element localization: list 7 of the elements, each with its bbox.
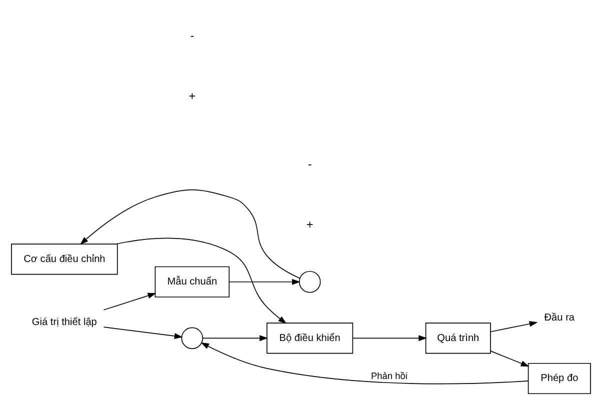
edge-label: Phản hồi bbox=[371, 371, 408, 382]
node-text: Giá trị thiết lập bbox=[32, 316, 97, 328]
label: - bbox=[190, 30, 194, 43]
label: + bbox=[306, 218, 314, 232]
label: - bbox=[308, 158, 312, 172]
label: + bbox=[188, 90, 196, 104]
node-text: Đầu ra bbox=[544, 312, 575, 324]
